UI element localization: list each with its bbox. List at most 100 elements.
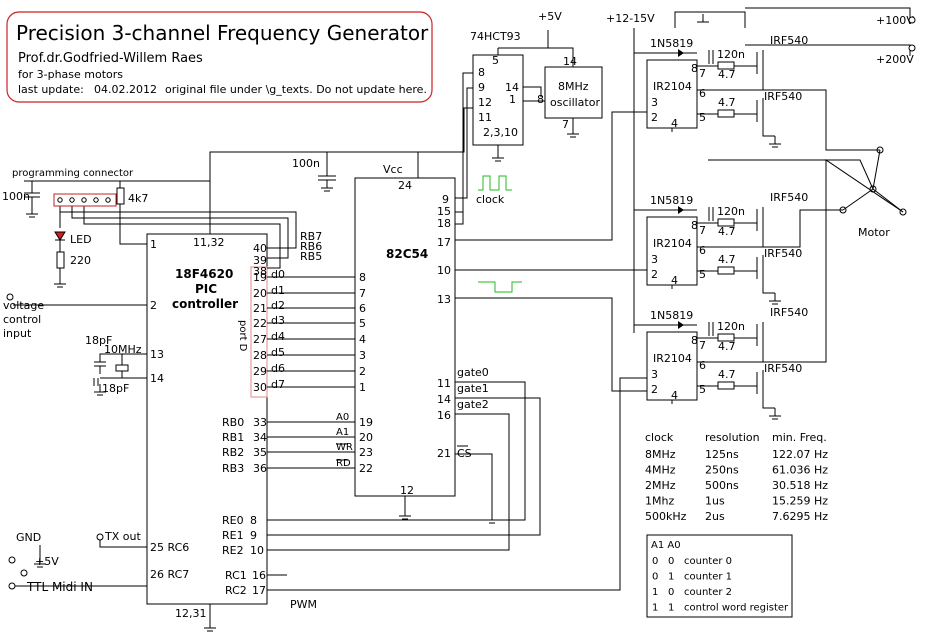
connector-pin xyxy=(57,197,63,203)
divider-pin-12: 12 xyxy=(478,96,492,109)
driver-pin: 3 xyxy=(651,253,658,266)
cap-lead xyxy=(99,353,122,362)
pic-rc-name: RC1 xyxy=(225,569,247,582)
cap-100n-vcc: 100n xyxy=(292,157,320,170)
pic-line2: PIC xyxy=(195,282,217,296)
gate-resistor xyxy=(717,266,735,275)
pic-pin-40: 40 xyxy=(253,242,267,255)
rb5-wire xyxy=(83,200,281,269)
gate-resistor-label: 4.7 xyxy=(718,340,736,353)
driver-pin: 6 xyxy=(699,359,706,372)
programming-connector-label: programming connector xyxy=(12,168,134,179)
pic-line3: controller xyxy=(172,297,238,311)
pic-portd-pin: 27 xyxy=(253,333,267,346)
led-label: LED xyxy=(70,233,92,246)
timer-ctrl-pin: 22 xyxy=(359,462,373,475)
freq-table-cell: 61.036 Hz xyxy=(772,464,828,477)
clk-wire xyxy=(455,212,464,225)
timer-ctrl-name: A1 xyxy=(336,427,349,438)
mosfet-label: IRF540 xyxy=(764,247,802,260)
phase-wire xyxy=(708,159,874,190)
pic-portd-name: d4 xyxy=(271,330,285,343)
driver-pin: 5 xyxy=(699,268,706,281)
oscillator: 8MHz oscillator 14 8 7 xyxy=(537,55,603,131)
pic-portd-pin: 28 xyxy=(253,349,267,362)
author-name: Prof.dr.Godfried-Willem Raes xyxy=(18,51,203,66)
timer-data-pin: 1 xyxy=(359,381,366,394)
pic-portd-name: d2 xyxy=(271,299,285,312)
connector-pin xyxy=(93,197,99,203)
pic-pin-rc6: 25 RC6 xyxy=(150,541,189,554)
driver-pin: 2 xyxy=(651,383,658,396)
timer-pin-10: 10 xyxy=(437,264,451,277)
tx-terminal xyxy=(96,533,104,541)
timer-pin-17: 17 xyxy=(437,236,451,249)
pic-portd-name: d5 xyxy=(271,346,285,359)
source-wire xyxy=(762,124,775,137)
pic-portd-pin: 20 xyxy=(253,287,267,300)
pic-rc-pin: 16 xyxy=(252,569,266,582)
pic-rb-name: RB1 xyxy=(222,431,244,444)
address-target: counter 0 xyxy=(684,556,732,567)
pic-portd-pin: 21 xyxy=(253,302,267,315)
cap-label: 120n xyxy=(717,48,745,61)
timer-ctrl-pin: 23 xyxy=(359,446,373,459)
resistor-4k7 xyxy=(116,187,125,205)
timer-data-pin: 5 xyxy=(359,317,366,330)
gate-resistor-label: 4.7 xyxy=(718,96,736,109)
gate2-label: gate2 xyxy=(457,398,489,411)
freq-table-cell: 2us xyxy=(705,510,725,523)
pic-re-name: RE1 xyxy=(222,529,244,542)
timer-chip-body xyxy=(354,177,456,497)
freq-table-header: resolution xyxy=(705,431,760,444)
address-a1: 0 xyxy=(652,556,658,567)
cs-wire xyxy=(455,453,493,512)
freq-table-cell: 125ns xyxy=(705,448,739,461)
update-label: last update: xyxy=(18,83,84,96)
address-a0: 1 xyxy=(668,603,674,614)
timer-gnd-pin: 12 xyxy=(400,484,414,497)
diode-label: 1N5819 xyxy=(650,37,693,50)
osc-pin-14: 14 xyxy=(563,55,577,68)
cap-100n-left: 100n xyxy=(2,190,30,203)
diagram-title: Precision 3-channel Frequency Generator xyxy=(16,21,429,45)
pic-pin-39: 39 xyxy=(253,254,267,267)
divider-pin-1: 1 xyxy=(509,93,516,106)
divider-gnd-pins: 2,3,10 xyxy=(483,126,518,139)
phase-c-wire xyxy=(763,159,904,363)
file-note: original file under \g_texts. Do not upd… xyxy=(165,83,427,96)
diode-label: 1N5819 xyxy=(650,309,693,322)
motor-label: Motor xyxy=(858,226,890,239)
bootstrap-wire xyxy=(674,11,746,28)
pic-chip-body xyxy=(146,233,268,605)
gate1-label: gate1 xyxy=(457,382,489,395)
pic-portd-pin: 22 xyxy=(253,317,267,330)
address-a0: 1 xyxy=(668,572,674,583)
pic-rc-name: RC2 xyxy=(225,584,247,597)
rb7-label: RB7 xyxy=(300,230,322,243)
rb5-label: RB5 xyxy=(300,250,322,263)
driver-pin: 3 xyxy=(651,368,658,381)
driver-pin: 6 xyxy=(699,244,706,257)
pic-controller: 18F4620 PIC controller port D 11,32 12,3… xyxy=(146,230,322,620)
pic-rb-pin: 34 xyxy=(253,431,267,444)
gate-resistor-label: 4.7 xyxy=(718,368,736,381)
address-target: control word register xyxy=(684,603,789,614)
timer-pin-13: 13 xyxy=(437,293,451,306)
mosfet-label: IRF540 xyxy=(770,306,808,319)
pic-portd-name: d7 xyxy=(271,378,285,391)
pic-pin-38: 38 xyxy=(253,265,267,278)
address-table-header: A1 A0 xyxy=(651,540,681,551)
driver-pin: 7 xyxy=(699,224,706,237)
timer-pin-14: 14 xyxy=(437,393,451,406)
plus12v-label: +12-15V xyxy=(606,12,655,25)
divider-name: 74HCT93 xyxy=(470,30,521,43)
pwm-waveform xyxy=(478,281,522,293)
tx-out-label: TX out xyxy=(104,530,141,543)
terminal xyxy=(908,16,916,24)
timer-vcc-label: Vcc xyxy=(383,163,403,176)
